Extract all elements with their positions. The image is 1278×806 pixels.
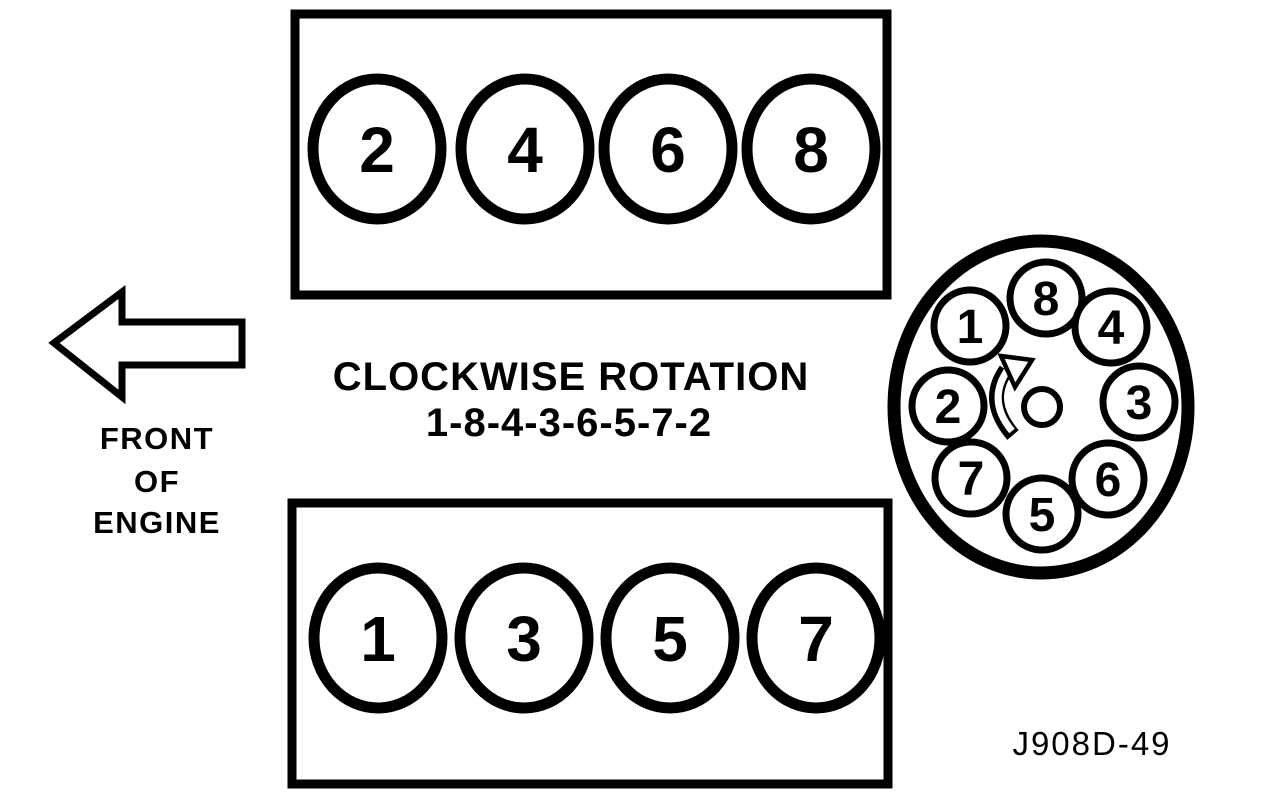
distributor-post: 4 xyxy=(1071,287,1151,367)
distributor-cap: 8 4 3 6 5 7 2 1 xyxy=(887,234,1195,580)
distributor-post-number: 5 xyxy=(1029,489,1056,542)
cylinder-number: 6 xyxy=(650,114,686,186)
post-circle xyxy=(930,286,1010,366)
front-direction-arrow-icon xyxy=(48,285,246,405)
rotation-info: CLOCKWISE ROTATION 1-8-4-3-6-5-7-2 xyxy=(333,355,809,445)
firing-order-value: 1-8-4-3-6-5-7-2 xyxy=(426,401,712,445)
post-circle xyxy=(1002,474,1082,554)
post-circle xyxy=(931,438,1011,518)
distributor-post: 1 xyxy=(930,286,1010,366)
cylinder-number: 3 xyxy=(506,603,542,675)
cylinder-bank-bottom: 1 3 5 7 xyxy=(287,498,893,789)
cylinder-number: 7 xyxy=(798,603,834,675)
distributor-post-number: 6 xyxy=(1095,454,1122,507)
rotation-arrow-head xyxy=(997,353,1036,392)
distributor-post-number: 7 xyxy=(958,453,985,506)
cylinder-circle xyxy=(455,73,595,225)
distributor-post: 2 xyxy=(908,366,988,446)
cylinder-circle xyxy=(600,562,740,714)
clockwise-rotation-arrow-icon xyxy=(989,353,1036,440)
front-of-engine-label: OF xyxy=(134,464,180,499)
distributor-post: 7 xyxy=(931,438,1011,518)
distributor-post-number: 1 xyxy=(957,301,984,354)
cylinder-circle xyxy=(454,562,594,714)
distributor-post-number: 3 xyxy=(1126,377,1153,430)
cylinder-bank-top: 2 4 6 8 xyxy=(290,9,892,300)
distributor-post: 3 xyxy=(1099,362,1179,442)
figure-reference-code: J908D-49 xyxy=(1012,725,1171,762)
rotation-arrow-fill xyxy=(994,369,1015,434)
front-of-engine: FRONT OF ENGINE xyxy=(48,285,246,540)
rotor-center xyxy=(1021,386,1063,428)
cylinder-circle xyxy=(308,562,448,714)
cylinder-circle xyxy=(598,73,738,225)
post-circle xyxy=(1006,258,1086,338)
distributor-post: 8 xyxy=(1006,258,1086,338)
distributor-post: 5 xyxy=(1002,474,1082,554)
cylinder-circle xyxy=(746,562,886,714)
distributor-post-number: 4 xyxy=(1098,302,1125,355)
distributor-post-number: 2 xyxy=(935,381,962,434)
cylinder-number: 8 xyxy=(793,114,829,186)
post-circle xyxy=(908,366,988,446)
front-of-engine-label: FRONT xyxy=(100,421,214,456)
post-circle xyxy=(1099,362,1179,442)
front-of-engine-label: ENGINE xyxy=(93,505,221,540)
cylinder-number: 4 xyxy=(507,114,543,186)
distributor-post-number: 8 xyxy=(1033,273,1060,326)
cylinder-number: 1 xyxy=(360,603,396,675)
cylinder-number: 2 xyxy=(359,114,395,186)
post-circle xyxy=(1071,287,1151,367)
rotation-direction-label: CLOCKWISE ROTATION xyxy=(333,355,809,399)
post-circle xyxy=(1068,439,1148,519)
cylinder-circle xyxy=(741,73,881,225)
distributor-post: 6 xyxy=(1068,439,1148,519)
cylinder-number: 5 xyxy=(652,603,688,675)
cylinder-circle xyxy=(307,73,447,225)
